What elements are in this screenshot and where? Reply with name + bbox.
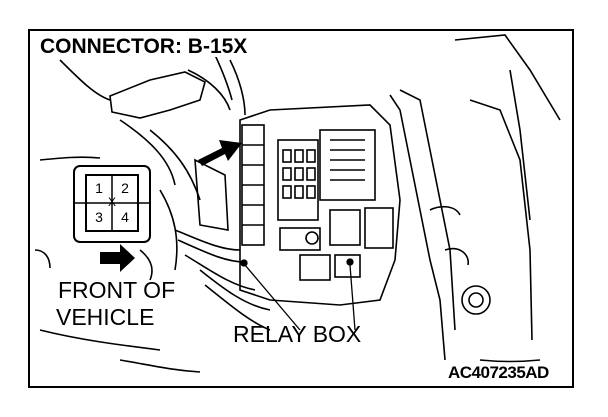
pin-3-label: 3 <box>95 209 103 225</box>
pin-2-label: 2 <box>121 180 129 196</box>
leader-lines <box>240 258 356 331</box>
front-of-vehicle-line1: FRONT OF <box>58 277 176 303</box>
front-of-vehicle-line2: VEHICLE <box>56 304 155 330</box>
figure-code: AC407235AD <box>448 363 549 382</box>
front-direction-arrow <box>100 244 135 272</box>
relay-box-label: RELAY BOX <box>233 321 362 347</box>
connector-pointer-arrow <box>198 140 242 166</box>
connector-center-mark: X <box>107 195 116 209</box>
pin-1-label: 1 <box>95 180 103 196</box>
relay-box-outline <box>239 89 470 361</box>
connector-face-symbol <box>73 165 151 243</box>
pin-4-label: 4 <box>121 209 129 225</box>
body-panel-outline <box>454 34 561 363</box>
figure-frame <box>28 29 574 388</box>
connector-title: CONNECTOR: B-15X <box>38 35 250 58</box>
